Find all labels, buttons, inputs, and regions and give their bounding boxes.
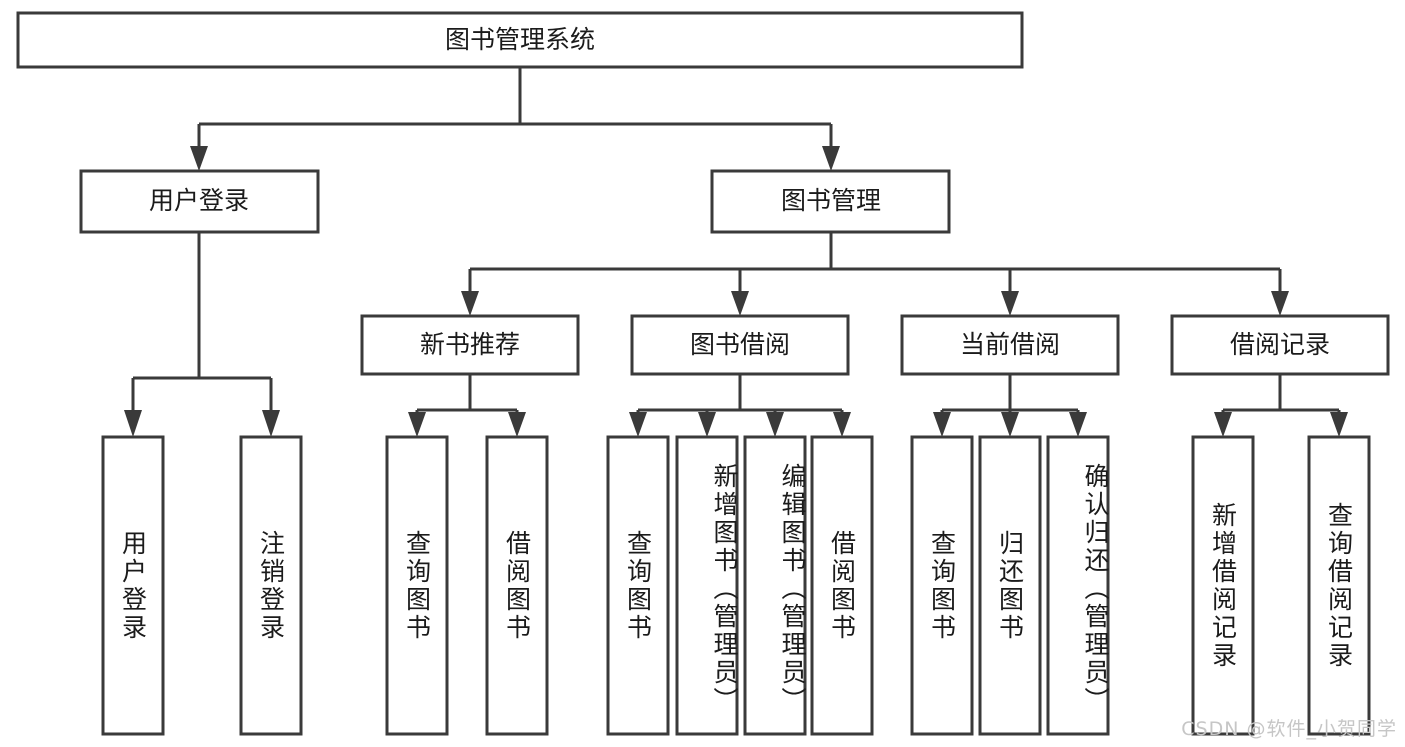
node-new-book-recommend-label: 新书推荐: [420, 330, 520, 359]
edge-newbook-to-leaves: [408, 374, 526, 437]
leaf-box-currentborrow-query[interactable]: [910, 435, 974, 736]
leaf-box-bookborrow-borrow[interactable]: [810, 435, 874, 736]
node-new-book-recommend[interactable]: 新书推荐: [360, 314, 580, 376]
edge-bookborrow-to-leaves: [629, 374, 851, 437]
leaf-box-newbook-query[interactable]: [385, 435, 449, 736]
leaf-box-bookborrow-edit[interactable]: [743, 435, 807, 736]
node-root-label: 图书管理系统: [445, 25, 595, 54]
leaf-box-borrowrecord-add[interactable]: [1191, 435, 1255, 736]
node-root[interactable]: 图书管理系统: [16, 11, 1024, 69]
node-user-login[interactable]: 用户登录: [79, 169, 320, 234]
leaf-box-user-login-login[interactable]: [101, 435, 165, 736]
node-book-management-label: 图书管理: [781, 186, 881, 215]
leaf-box-bookborrow-query[interactable]: [606, 435, 670, 736]
leaf-box-user-login-logout[interactable]: [239, 435, 303, 736]
node-user-login-label: 用户登录: [149, 186, 249, 215]
node-borrow-record-label: 借阅记录: [1230, 330, 1330, 359]
node-book-management[interactable]: 图书管理: [710, 169, 951, 234]
edge-currentborrow-to-leaves: [933, 374, 1087, 437]
edge-root-to-level2: [190, 67, 840, 171]
leaf-box-borrowrecord-query[interactable]: [1307, 435, 1371, 736]
node-current-borrow-label: 当前借阅: [960, 330, 1060, 359]
edge-borrowrecord-to-leaves: [1214, 374, 1348, 437]
leaf-box-newbook-borrow[interactable]: [485, 435, 549, 736]
edge-bookmgmt-to-level3: [461, 232, 1289, 316]
node-book-borrow-label: 图书借阅: [690, 330, 790, 359]
leaf-box-currentborrow-return[interactable]: [978, 435, 1042, 736]
csdn-watermark: CSDN @软件_小贺同学: [1181, 718, 1397, 740]
leaf-box-bookborrow-add[interactable]: [675, 435, 739, 736]
node-book-borrow[interactable]: 图书借阅: [630, 314, 850, 376]
edge-userlogin-to-leaves: [124, 232, 280, 437]
node-borrow-record[interactable]: 借阅记录: [1170, 314, 1390, 376]
leaf-box-currentborrow-confirm[interactable]: [1046, 435, 1110, 736]
node-current-borrow[interactable]: 当前借阅: [900, 314, 1120, 376]
